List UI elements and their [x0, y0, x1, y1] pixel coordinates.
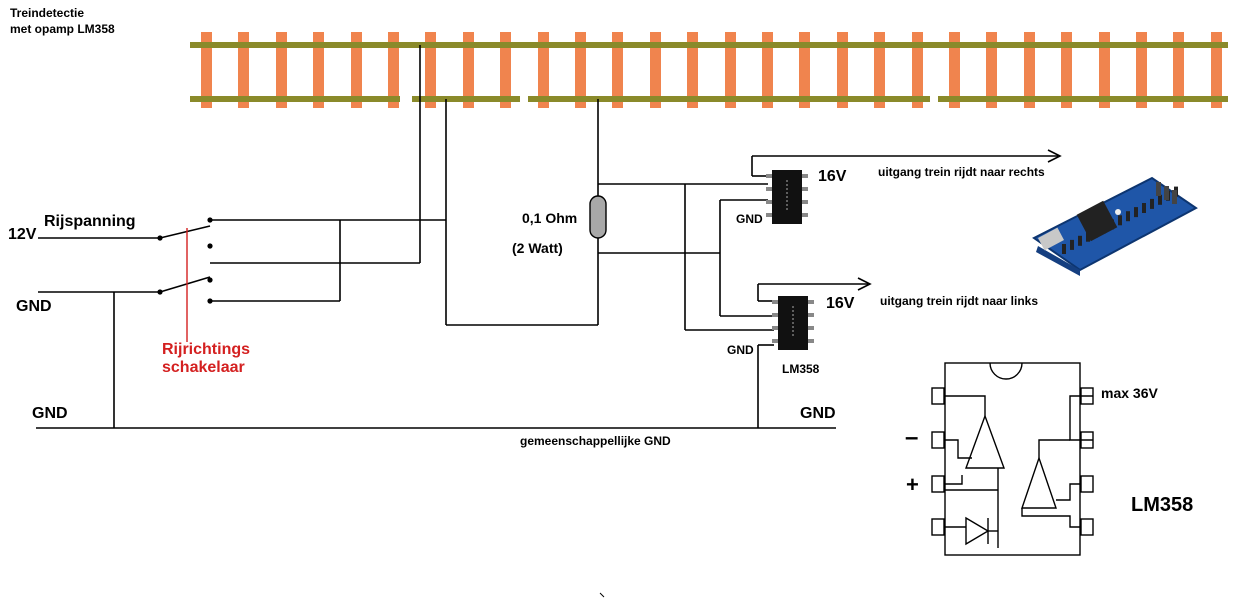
track-sleeper — [762, 32, 773, 108]
track-sleeper — [388, 32, 399, 108]
nano-pin — [1070, 239, 1074, 250]
track-sleeper — [463, 32, 474, 108]
track-sleeper — [1173, 32, 1184, 108]
minus-label: – — [905, 424, 919, 451]
diagram-title-line2: met opamp LM358 — [10, 22, 115, 36]
output-right-label: uitgang trein rijdt naar rechts — [878, 165, 1045, 179]
sleepers — [201, 32, 1222, 108]
nano-pin — [1102, 223, 1106, 234]
resistor-value-label: 0,1 Ohm — [522, 210, 578, 226]
track-sleeper — [837, 32, 848, 108]
dip8-chip-1 — [766, 170, 808, 224]
input-voltage-label: 12V — [8, 226, 37, 243]
dpdt-switch-icon — [157, 217, 213, 342]
track-sleeper — [500, 32, 511, 108]
track-sleeper — [238, 32, 249, 108]
chip1-supply-label: 16V — [818, 168, 847, 185]
track-sleeper — [1061, 32, 1072, 108]
nano-pin — [1126, 211, 1130, 222]
nano-pin — [1062, 244, 1066, 254]
gnd-input-label: GND — [16, 298, 52, 315]
track-sleeper — [986, 32, 997, 108]
track-sleeper — [1099, 32, 1110, 108]
stray-mark — [599, 592, 605, 598]
output-left-label: uitgang trein rijdt naar links — [880, 294, 1039, 308]
pinout-name-label: LM358 — [1131, 494, 1194, 516]
gnd-bottom-right-label: GND — [800, 405, 836, 422]
wires — [36, 45, 1062, 429]
track-sleeper — [313, 32, 324, 108]
gnd-bottom-left-label: GND — [32, 405, 68, 422]
chip1-gnd-label: GND — [736, 212, 763, 226]
track-sleeper — [912, 32, 923, 108]
track-sleeper — [276, 32, 287, 108]
track-sleeper — [1211, 32, 1222, 108]
resistor-icon — [589, 195, 607, 239]
nano-pin — [1110, 219, 1114, 230]
track-sleeper — [1136, 32, 1147, 108]
nano-pin — [1094, 227, 1098, 238]
track-sleeper — [612, 32, 623, 108]
chip2-name-label: LM358 — [782, 362, 820, 376]
lm358-pinout-icon — [931, 362, 1094, 556]
track-sleeper — [538, 32, 549, 108]
track-sleeper — [201, 32, 212, 108]
chip2-supply-label: 16V — [826, 295, 855, 312]
rijspanning-label: Rijspanning — [44, 213, 136, 230]
switch-label-line1: Rijrichtings — [162, 341, 251, 358]
nano-pin — [1142, 203, 1146, 213]
common-gnd-label: gemeenschappellijke GND — [520, 434, 671, 448]
arduino-nano-icon — [1032, 176, 1198, 276]
track-sleeper — [351, 32, 362, 108]
diagram-title-line1: Treindetectie — [10, 6, 85, 20]
chip2-gnd-label: GND — [727, 343, 754, 357]
nano-pin — [1118, 215, 1122, 226]
track-sleeper — [687, 32, 698, 108]
track-sleeper — [949, 32, 960, 108]
dip8-chip-2 — [772, 296, 814, 350]
nano-pin — [1086, 231, 1090, 242]
track-sleeper — [874, 32, 885, 108]
plus-label: + — [906, 472, 919, 497]
max-voltage-label: max 36V — [1101, 385, 1158, 401]
nano-pin — [1078, 235, 1082, 246]
track-sleeper — [1024, 32, 1035, 108]
rails — [190, 42, 1228, 102]
nano-pin — [1150, 198, 1154, 209]
resistor-power-label: (2 Watt) — [512, 240, 563, 256]
switch-label-line2: schakelaar — [162, 359, 245, 376]
track-sleeper — [650, 32, 661, 108]
track-sleeper — [575, 32, 586, 108]
track-sleeper — [799, 32, 810, 108]
railway-track-icon — [190, 32, 1228, 108]
nano-pin — [1134, 207, 1138, 218]
track-sleeper — [425, 32, 436, 108]
track-sleeper — [725, 32, 736, 108]
nano-pin — [1158, 194, 1162, 205]
